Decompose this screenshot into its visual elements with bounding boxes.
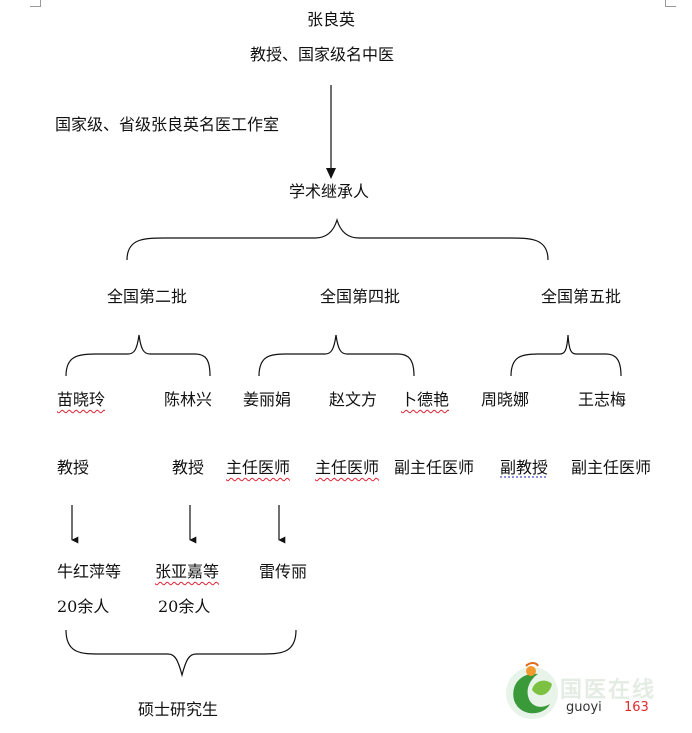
student-label: 硕士研究生	[138, 700, 219, 719]
person-name: 王志梅	[578, 390, 627, 409]
person-title: 副教授	[500, 458, 549, 477]
brace-batch5	[510, 334, 622, 377]
person-name: 卜德艳	[401, 390, 450, 409]
student-name: 牛红萍等	[57, 562, 122, 581]
brace-batch4	[258, 334, 415, 377]
main-arrowhead	[326, 168, 336, 179]
student-count: 20余人	[57, 597, 110, 616]
person-title: 副主任医师	[394, 458, 475, 477]
watermark-site: guoyi	[566, 700, 602, 715]
root-name: 张良英	[307, 10, 356, 29]
watermark-site-number: 163	[624, 700, 649, 715]
batch-label: 全国第二批	[107, 287, 188, 306]
student-name: 雷传丽	[259, 562, 308, 581]
page-corner-mark	[30, 0, 41, 7]
person-title: 副主任医师	[571, 458, 652, 477]
person-name: 陈林兴	[164, 390, 213, 409]
root-title: 教授、国家级名中医	[250, 45, 395, 64]
person-title: 教授	[57, 458, 90, 477]
brace-students	[65, 629, 297, 678]
person-title: 教授	[172, 458, 205, 477]
person-title: 主任医师	[226, 458, 291, 477]
person-name: 周晓娜	[481, 390, 530, 409]
person-name: 赵文方	[329, 390, 378, 409]
student-name: 张亚嘉等	[155, 562, 220, 581]
person-name: 姜丽娟	[243, 390, 292, 409]
heir-label: 学术继承人	[289, 182, 370, 201]
person-name: 苗晓玲	[57, 390, 106, 409]
watermark-brand: 国医在线	[560, 678, 657, 703]
person-title: 主任医师	[315, 458, 380, 477]
batch-label: 全国第五批	[541, 287, 622, 306]
student-count: 20余人	[158, 597, 211, 616]
brace-heirs	[126, 217, 549, 261]
batch-label: 全国第四批	[320, 287, 401, 306]
workshop-label: 国家级、省级张良英名医工作室	[55, 115, 280, 134]
guoyi-logo-icon	[506, 662, 558, 719]
page-corner-mark	[665, 0, 676, 7]
brace-batch2	[65, 334, 211, 377]
